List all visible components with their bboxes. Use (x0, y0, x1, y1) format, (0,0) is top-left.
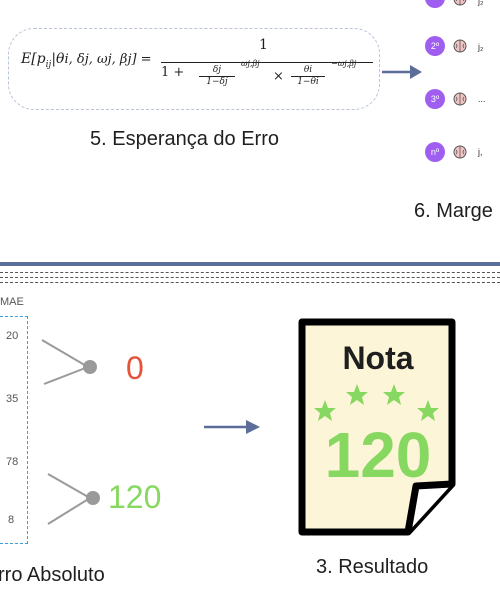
rank-badge-n: nº (425, 142, 445, 162)
caption-step6: 6. Marge (414, 200, 493, 222)
brain-icon (453, 92, 467, 106)
formula-exp2: −ωj,βj (331, 59, 357, 68)
rank-badge-3: 3º (425, 89, 445, 109)
star-icon (314, 400, 336, 421)
tick-label: 35 (6, 393, 19, 405)
tick-label: 20 (6, 330, 19, 342)
outcome-value-120: 120 (108, 479, 162, 515)
star-icon (383, 384, 405, 405)
formula-box: E[pij|θi, δj, ωj, βj] = 1 1 + δj 1−δj ωj… (8, 28, 380, 110)
rank-label-2: j₂ (478, 42, 484, 52)
note-title: Nota (342, 340, 414, 376)
dashed-divider (0, 272, 500, 273)
formula-numerator: 1 (259, 37, 268, 53)
branch-connector-top (41, 339, 97, 385)
branch-connector-bottom (47, 473, 100, 525)
note-card (298, 318, 456, 536)
tick-label: 8 (8, 514, 15, 526)
dashed-divider (0, 282, 500, 283)
arrow-right-icon (382, 65, 422, 79)
formula-frac1-num: δj (199, 65, 235, 77)
formula-lhs-sub: ij (45, 59, 52, 70)
rank-label-n: j, (478, 147, 483, 157)
formula-denominator: 1 + (161, 65, 184, 80)
star-icon (346, 384, 368, 405)
rank-badge-2: 2º (425, 36, 445, 56)
formula-den-one: 1 + (161, 65, 185, 80)
brain-icon (453, 145, 467, 159)
formula-frac2: θi 1−θi (291, 65, 325, 88)
brain-icon (453, 0, 467, 6)
top-partial-label: j₂ (478, 0, 484, 6)
rank-label-3: ... (478, 94, 486, 104)
formula-lhs-args: |θ (51, 51, 65, 67)
formula-times: × (273, 69, 284, 84)
caption-step5: 5. Esperança do Erro (90, 128, 279, 150)
formula-frac2-den: 1−θi (297, 77, 319, 87)
formula-lhs-head: E[p (21, 51, 46, 67)
fraction-bar (161, 62, 373, 63)
mae-label: MAE (0, 296, 24, 308)
score-column-box (0, 316, 28, 544)
formula-args-rest: i, δj, ωj, βj] = (64, 52, 152, 67)
formula-frac1-den: 1−δj (206, 77, 228, 87)
formula-exp1: ωj,βj (241, 59, 260, 68)
arrow-right-icon (204, 420, 260, 434)
tick-label: 78 (6, 456, 19, 468)
formula-frac1: δj 1−δj (199, 65, 235, 88)
formula-frac2-num: θi (291, 65, 325, 77)
section-divider (0, 262, 500, 266)
dashed-divider (0, 277, 500, 278)
top-partial-badge (425, 0, 445, 8)
formula-lhs: E[pij|θi, δj, ωj, βj] = (21, 51, 152, 70)
caption-step3: 3. Resultado (316, 556, 429, 578)
outcome-value-zero: 0 (126, 350, 144, 386)
caption-step-abs: rro Absoluto (0, 564, 105, 586)
note-score: 120 (324, 419, 432, 491)
star-icon (417, 400, 439, 421)
brain-icon (453, 39, 467, 53)
